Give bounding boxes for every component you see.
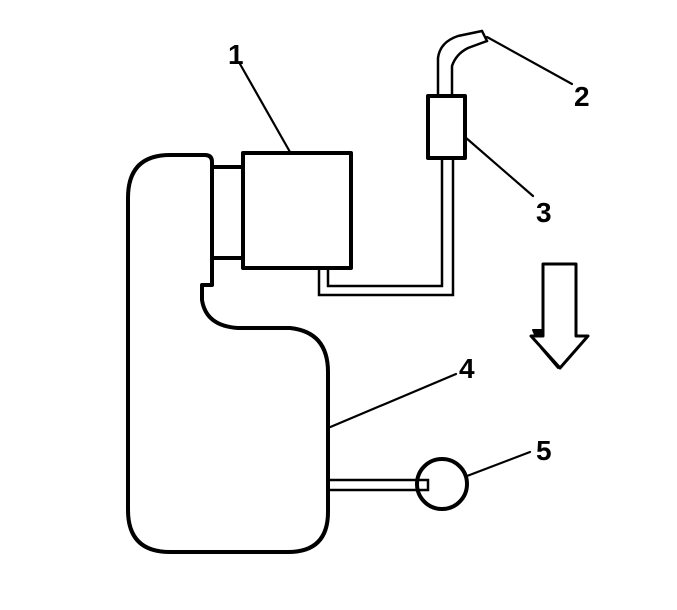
hose-inner	[326, 156, 444, 288]
hose-outer	[317, 156, 455, 297]
leader-2	[485, 35, 574, 86]
leader-4	[326, 372, 458, 430]
leader-5	[465, 450, 532, 478]
callout-3: 3	[536, 197, 552, 228]
upper-hose-inner	[450, 39, 489, 98]
hose-end-cap	[480, 29, 489, 43]
callout-4: 4	[459, 353, 475, 384]
callout-5: 5	[536, 435, 552, 466]
canister-box	[241, 151, 353, 270]
upper-hose-outer	[436, 29, 484, 98]
connector-neck	[210, 165, 245, 260]
arrow-down-icon	[529, 262, 590, 370]
round-sensor	[415, 457, 469, 511]
sensor-line	[326, 478, 430, 492]
callout-1: 1	[228, 39, 244, 70]
tank-body	[126, 153, 330, 554]
callout-2: 2	[574, 81, 590, 112]
inline-filter	[426, 94, 467, 160]
leader-3	[463, 135, 535, 198]
leader-1	[238, 62, 292, 154]
